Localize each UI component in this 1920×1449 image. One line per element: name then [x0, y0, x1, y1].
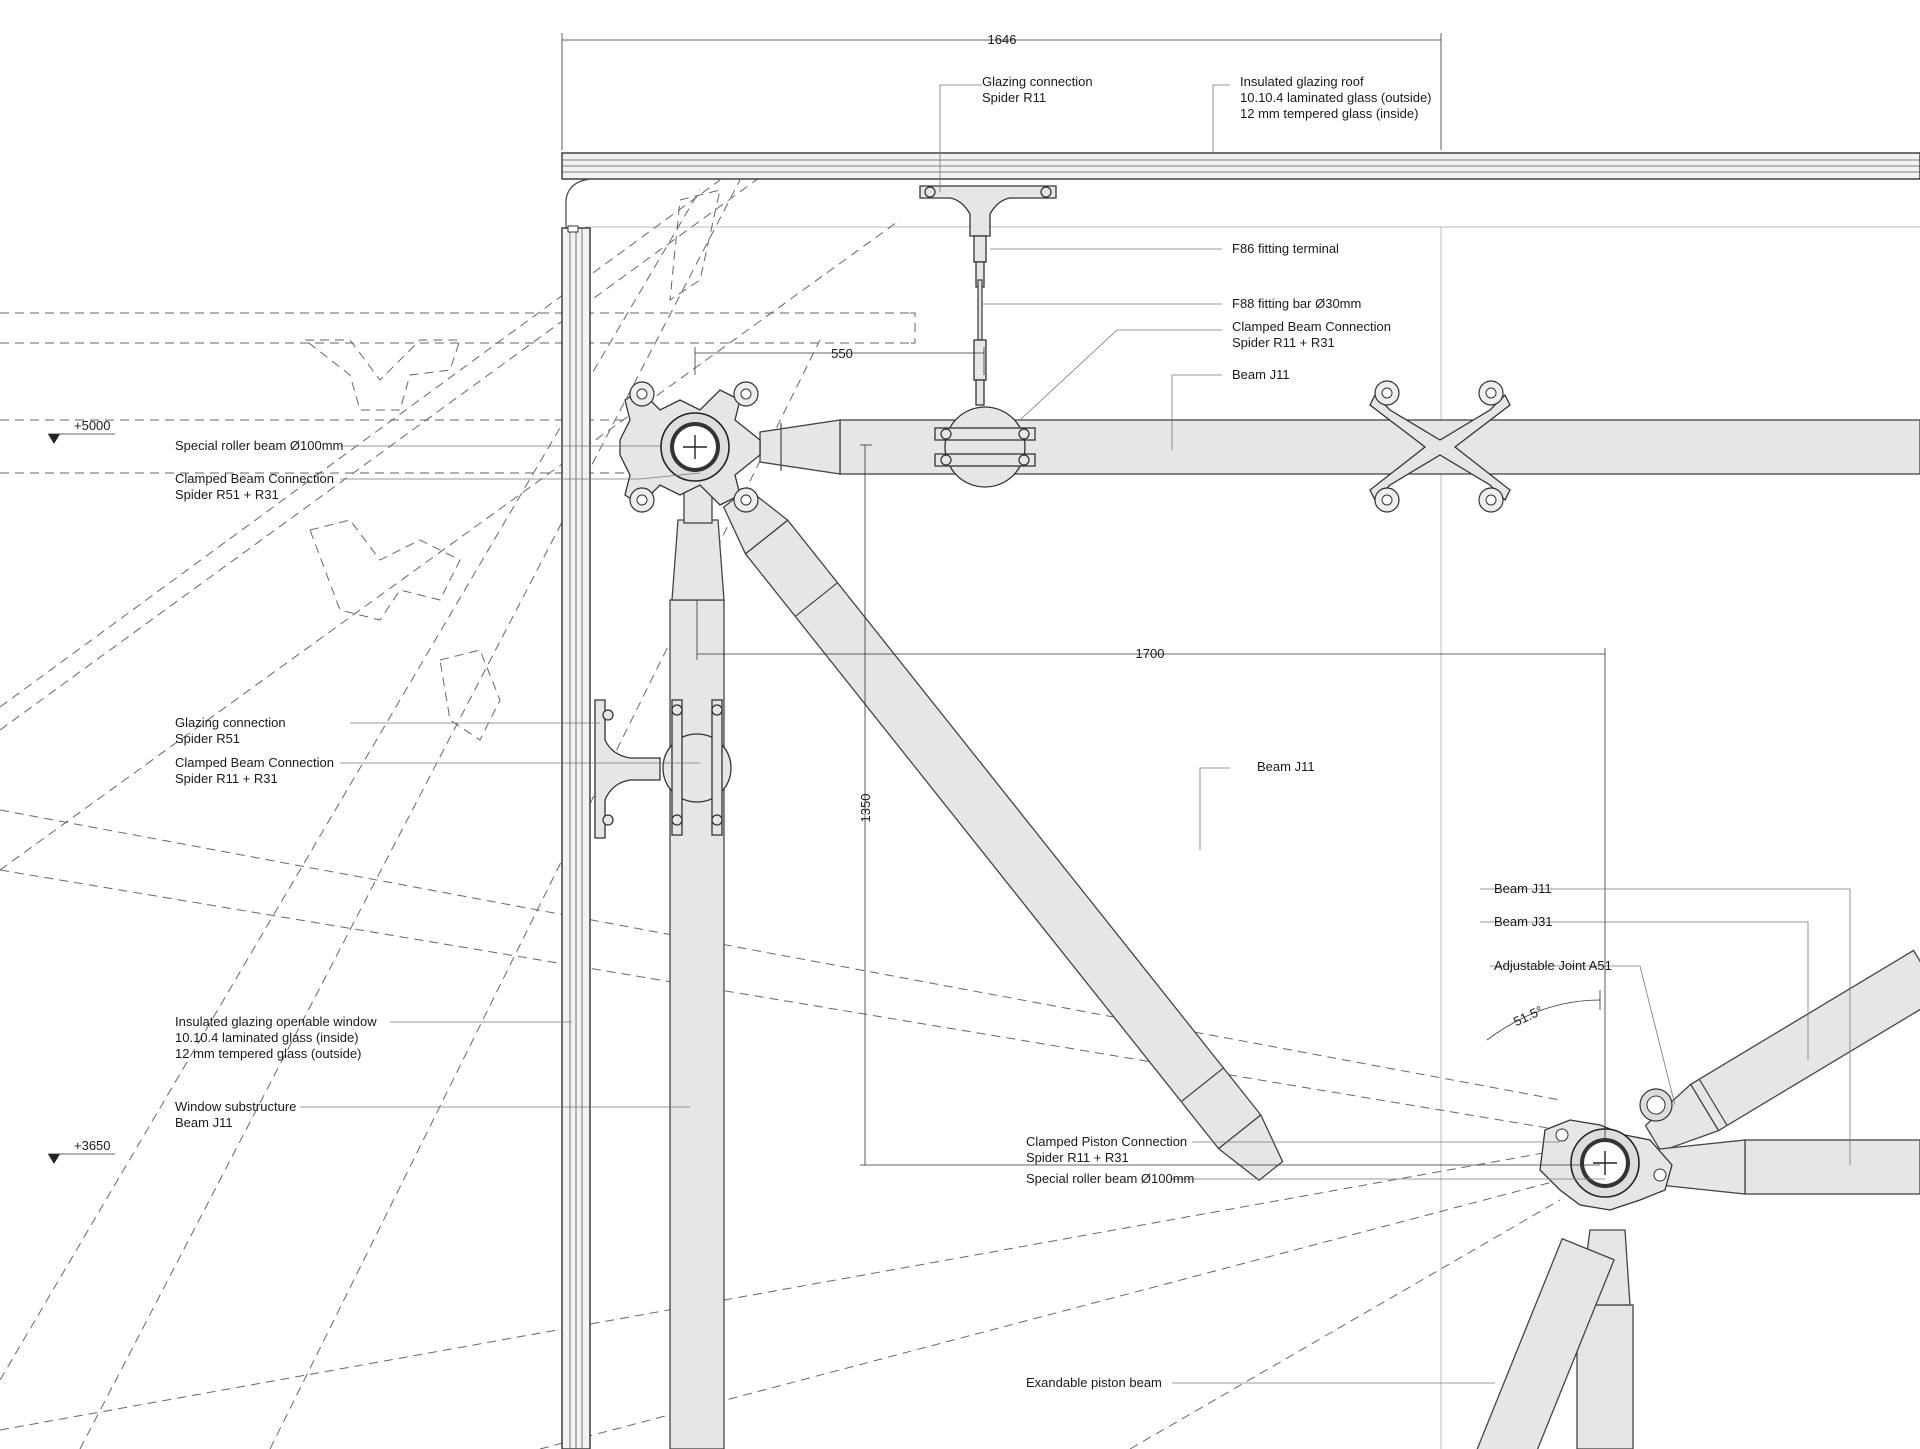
label-beam-j11-right: Beam J11: [1494, 881, 1552, 896]
roller-beam-node-left: [619, 381, 761, 513]
dimension-lines: [561, 33, 1606, 1166]
level-3650: +3650: [74, 1138, 111, 1153]
label-special-roller-left: Special roller beam Ø100mm: [175, 438, 343, 453]
label-f86: F86 fitting terminal: [1232, 241, 1339, 256]
insulated-roof-glazing: [561, 152, 1920, 228]
beam-j11-right: [1744, 1139, 1920, 1195]
label-special-roller-right: Special roller beam Ø100mm: [1026, 1171, 1194, 1186]
dim-550: 550: [831, 346, 853, 361]
label-beam-j31: Beam J31: [1494, 914, 1553, 929]
horizontal-beam-taper: [759, 419, 841, 475]
leader-lines: [300, 84, 1851, 1384]
dimension-texts: 1646 550 1700 1350 51.5°: [831, 32, 1545, 1029]
glazing-spider-r51-left: [594, 699, 732, 839]
dim-1350: 1350: [858, 794, 873, 823]
level-marker-lower: +3650: [48, 1138, 115, 1164]
level-marker-upper: +5000: [48, 418, 115, 444]
clamped-beam-connection-top: [934, 406, 1036, 488]
piston-beam-diagonal: [1475, 1237, 1615, 1449]
glazing-spider-r11-right: [1369, 380, 1511, 513]
label-f88: F88 fitting bar Ø30mm: [1232, 296, 1361, 311]
structural-beams: [669, 419, 1920, 1449]
vertical-beam-taper: [671, 519, 725, 601]
dashed-projection-lines: [0, 169, 1561, 1449]
glazing-spider-r11-top: [919, 185, 1057, 406]
label-piston-beam: Exandable piston beam: [1026, 1375, 1162, 1390]
label-beam-j11-diag: Beam J11: [1257, 759, 1315, 774]
dim-1646: 1646: [988, 32, 1017, 47]
connection-hardware: [594, 185, 1673, 1211]
openable-window-glazing: [561, 225, 591, 1449]
diagonal-beam-j11: [744, 519, 1262, 1150]
label-adjustable-joint: Adjustable Joint A51: [1494, 958, 1612, 973]
beam-j31: [1689, 949, 1920, 1132]
level-5000: +5000: [74, 418, 111, 433]
dim-angle: 51.5°: [1511, 1003, 1545, 1029]
roller-beam-node-right: [1539, 1088, 1673, 1211]
label-beam-j11-top: Beam J11: [1232, 367, 1290, 382]
dim-1700: 1700: [1136, 646, 1165, 661]
